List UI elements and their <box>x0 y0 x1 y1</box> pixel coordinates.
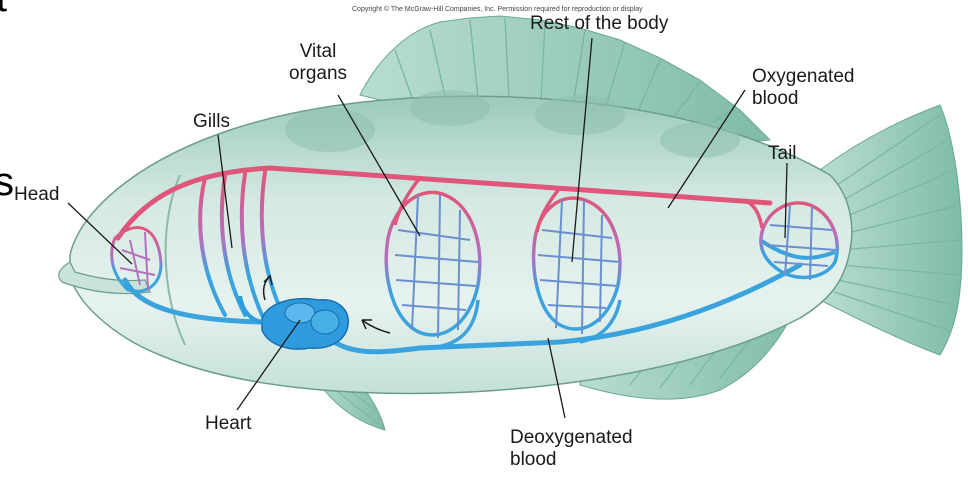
label-oxygenated-blood: Oxygenated blood <box>752 66 854 110</box>
label-rest-of-body: Rest of the body <box>530 13 668 35</box>
cropped-edge-letter-left: s <box>0 162 14 202</box>
label-oxygenated-line1: Oxygenated <box>752 66 854 88</box>
copyright-notice: Copyright © The McGraw-Hill Companies, I… <box>352 6 643 13</box>
label-oxygenated-line2: blood <box>752 88 854 110</box>
label-deoxygenated-blood: Deoxygenated blood <box>510 427 633 471</box>
label-vital-organs-line1: Vital <box>278 41 358 63</box>
label-deoxygenated-line1: Deoxygenated <box>510 427 633 449</box>
label-vital-organs-line2: organs <box>278 63 358 85</box>
label-vital-organs: Vital organs <box>278 41 358 85</box>
label-heart: Heart <box>205 413 251 435</box>
cropped-edge-letter-top: t <box>0 0 7 18</box>
label-tail: Tail <box>768 143 797 165</box>
label-head: Head <box>14 184 59 206</box>
label-gills: Gills <box>193 111 230 133</box>
label-deoxygenated-line2: blood <box>510 449 633 471</box>
